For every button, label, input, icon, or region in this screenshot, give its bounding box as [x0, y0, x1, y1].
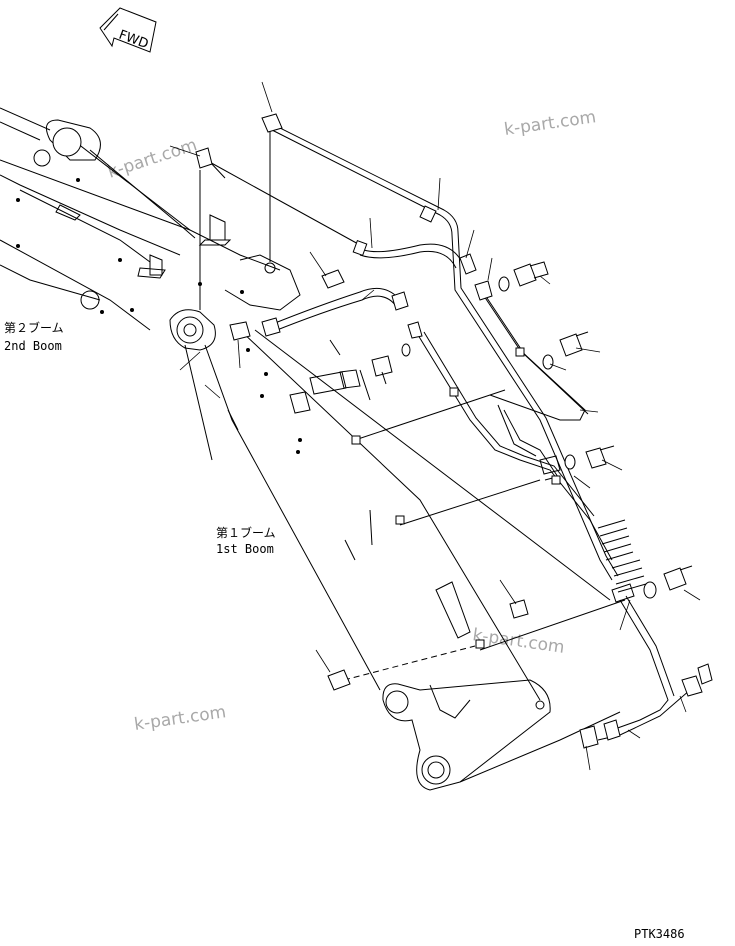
first-boom-label-jp: 第１ブーム: [216, 525, 276, 540]
second-boom-label-jp: 第２ブーム: [4, 320, 64, 335]
bolt-icon: [559, 331, 589, 357]
hydraulic-lines: [199, 125, 691, 741]
elbow-fitting-icon: [261, 113, 283, 133]
first-boom: [184, 329, 621, 791]
bolt-icon: [371, 355, 393, 385]
bolt-icon: [663, 565, 693, 591]
watermark: k-part.com: [133, 702, 227, 735]
fwd-label: FWD: [117, 28, 151, 52]
leader-lines: [169, 81, 701, 771]
fittings: [195, 113, 713, 749]
watermark: k-part.com: [503, 107, 597, 140]
boom-labels: 第２ブーム 2nd Boom 第１ブーム 1st Boom: [4, 320, 276, 556]
second-boom: [0, 107, 301, 331]
bolt-icon: [513, 261, 549, 287]
boom-joint: [169, 309, 216, 351]
watermark: k-part.com: [471, 625, 565, 658]
figure-code: PTK3486: [634, 927, 685, 941]
elbow-fitting-icon: [195, 147, 213, 169]
bolts-washers: [371, 261, 693, 599]
forward-arrow-icon: FWD: [99, 7, 157, 53]
bolt-icon: [585, 445, 615, 469]
first-boom-label-en: 1st Boom: [216, 542, 274, 556]
second-boom-label-en: 2nd Boom: [4, 339, 62, 353]
